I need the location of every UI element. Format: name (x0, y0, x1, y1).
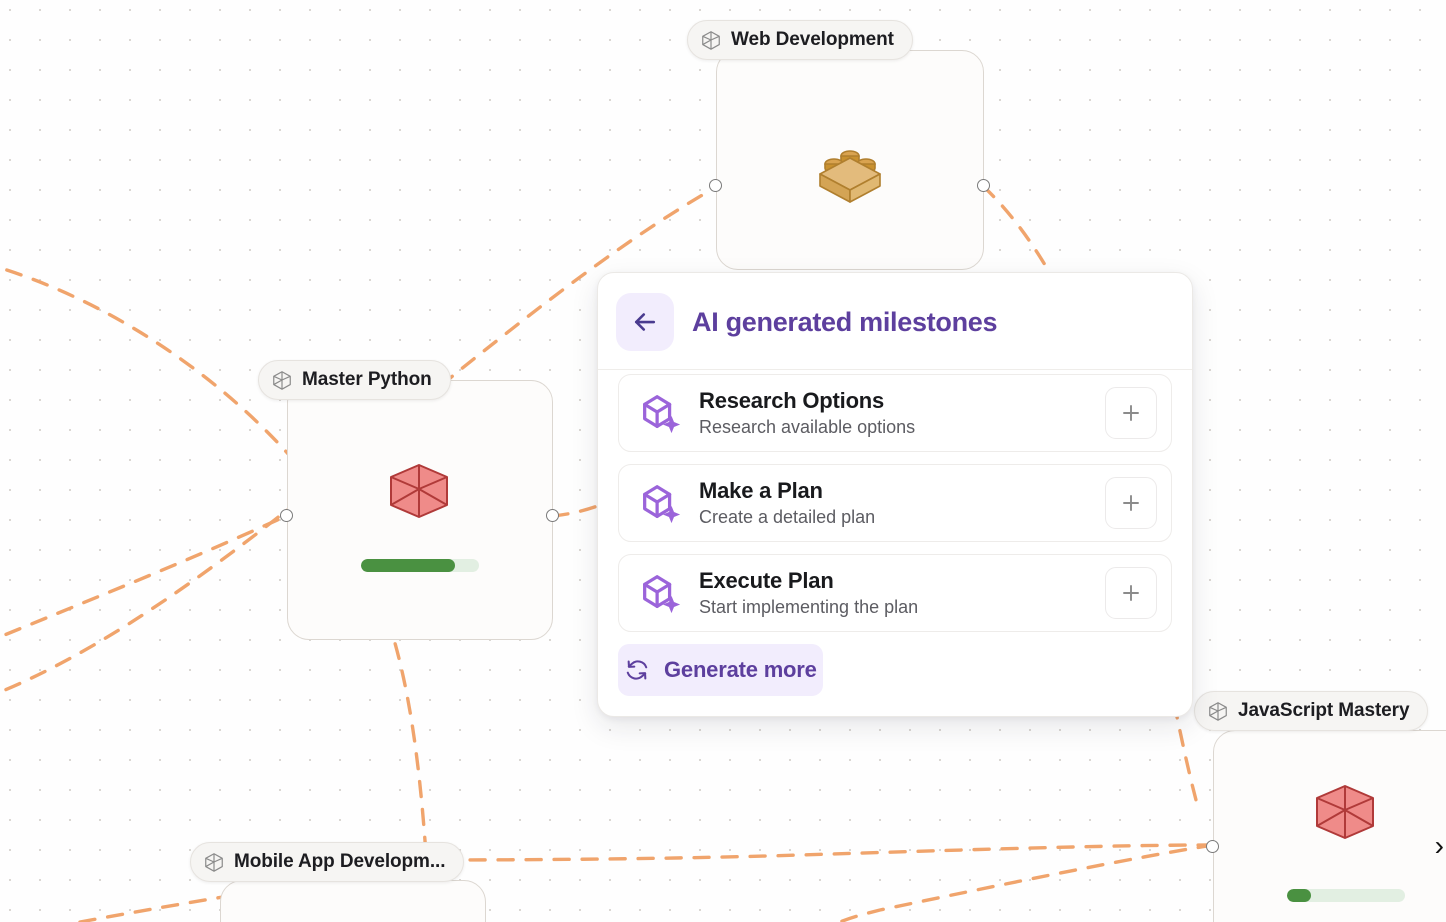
red-cube-icon (383, 455, 455, 527)
node-label-text: Mobile App Developm... (234, 851, 446, 872)
node-master-python[interactable]: Master Python (258, 360, 559, 640)
add-milestone-button[interactable] (1105, 477, 1157, 529)
red-cube-icon (1309, 776, 1381, 848)
node-label-text: Web Development (731, 29, 894, 50)
plus-icon (1123, 585, 1139, 601)
progress-bar (361, 559, 479, 572)
cube-wireframe-icon (205, 853, 223, 872)
panel-title: AI generated milestones (692, 306, 998, 337)
edge-7 (838, 843, 1215, 922)
milestone-item[interactable]: Execute Plan Start implementing the plan (618, 554, 1172, 632)
handle-left[interactable] (709, 179, 722, 192)
chevron-right-icon[interactable]: › (1434, 830, 1444, 861)
milestone-text: Execute Plan Start implementing the plan (699, 568, 1089, 619)
edge-2 (0, 514, 288, 639)
add-milestone-button[interactable] (1105, 567, 1157, 619)
handle-left[interactable] (1206, 840, 1219, 853)
milestone-title: Execute Plan (699, 567, 834, 593)
refresh-icon (626, 660, 648, 680)
milestone-subtitle: Start implementing the plan (699, 596, 919, 617)
handle-right[interactable] (546, 509, 559, 522)
node-javascript-mastery[interactable]: JavaScript Mastery (1194, 691, 1446, 922)
node-label-text: Master Python (302, 369, 432, 390)
progress-fill (361, 559, 456, 572)
generate-more-label: Generate more (664, 657, 817, 682)
milestone-item[interactable]: Make a Plan Create a detailed plan (618, 464, 1172, 542)
node-label-text: JavaScript Mastery (1238, 700, 1410, 721)
milestone-text: Research Options Research available opti… (699, 388, 1089, 439)
node-card[interactable] (220, 880, 486, 922)
ai-milestones-panel: AI generated milestones Research Options… (597, 272, 1193, 717)
ai-box-sparkle-icon (643, 575, 681, 614)
milestone-list: Research Options Research available opti… (598, 370, 1192, 632)
milestone-subtitle: Research available options (699, 416, 916, 437)
panel-header: AI generated milestones (598, 273, 1192, 370)
plus-icon (1123, 405, 1139, 421)
milestone-text: Make a Plan Create a detailed plan (699, 478, 1089, 529)
node-label-master-python[interactable]: Master Python (258, 360, 451, 400)
arrow-left-icon (634, 313, 656, 331)
lego-brick-icon (814, 136, 886, 208)
add-milestone-button[interactable] (1105, 387, 1157, 439)
milestone-subtitle: Create a detailed plan (699, 506, 876, 527)
milestone-title: Make a Plan (699, 477, 823, 503)
cube-wireframe-icon (702, 31, 720, 50)
progress-fill (1287, 889, 1311, 902)
node-label-web-development[interactable]: Web Development (687, 20, 913, 60)
handle-right[interactable] (977, 179, 990, 192)
milestone-title: Research Options (699, 387, 885, 413)
cube-wireframe-icon (273, 371, 291, 390)
node-mobile-app-development[interactable]: Mobile App Developm... (190, 842, 486, 922)
plus-icon (1123, 495, 1139, 511)
generate-more-button[interactable]: Generate more (618, 644, 823, 696)
ai-box-sparkle-icon (643, 485, 681, 524)
node-label-javascript-mastery[interactable]: JavaScript Mastery (1194, 691, 1429, 731)
progress-bar (1287, 889, 1405, 902)
ai-box-sparkle-icon (643, 395, 681, 434)
milestone-item[interactable]: Research Options Research available opti… (618, 374, 1172, 452)
edge-6 (378, 843, 1215, 862)
cube-wireframe-icon (1209, 702, 1227, 721)
node-web-development[interactable]: Web Development (687, 20, 990, 294)
back-button[interactable] (616, 293, 674, 351)
handle-left[interactable] (280, 509, 293, 522)
node-label-mobile-app-development[interactable]: Mobile App Developm... (190, 842, 465, 882)
